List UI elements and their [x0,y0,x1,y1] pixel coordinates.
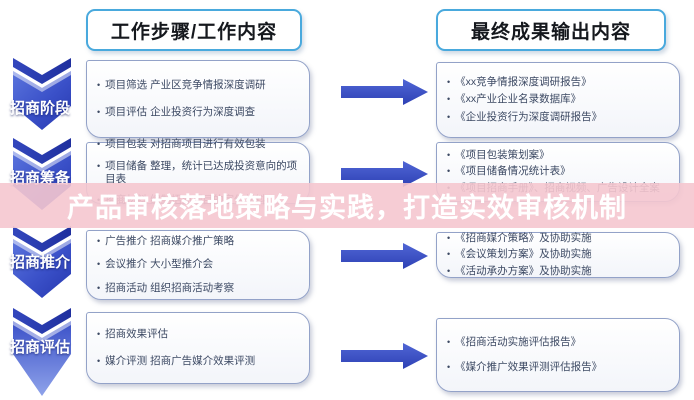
bullet-item: •《招商媒介策略》及协助实施 [447,231,592,244]
bullet-dot-icon: • [447,249,451,260]
arrow-right-icon [341,79,428,105]
bullet-item: •《会议策划方案》及协助实施 [447,248,592,261]
bullet-item: •《活动承办方案》及协助实施 [447,264,592,277]
bullet-dot-icon: • [97,139,101,150]
bullet-item: •《xx产业企业名录数据库》 [447,93,582,106]
bullet-item: •《招商活动实施评估报告》 [447,335,582,348]
stage-label-4: 招商评估 [9,339,70,356]
bullet-dot-icon: • [97,160,101,171]
bullet-dot-icon: • [97,259,101,270]
outputs-box-3: •《招商媒介策略》及协助实施 •《会议策划方案》及协助实施 •《活动承办方案》及… [436,232,680,278]
bullet-item: •《xx竞争情报深度调研报告》 [447,75,592,88]
bullet-item: •会议推介 大小型推介会 [97,258,214,271]
stage-label-3: 招商推介 [9,254,70,271]
outputs-box-4: •《招商活动实施评估报告》 •《媒介推广效果评测评估报告》 [436,318,680,392]
overlay-banner: 产品审核落地策略与实践，打造实效审核机制 [0,183,694,228]
bullet-dot-icon: • [97,235,101,246]
bullet-item: •招商效果评估 [97,327,169,340]
bullet-dot-icon: • [97,282,101,293]
bullet-item: •《项目包装策划案》 [447,148,550,161]
steps-box-4: •招商效果评估 •媒介评测 招商广告媒介效果评测 [86,312,310,384]
bullet-dot-icon: • [447,149,451,160]
bullet-dot-icon: • [97,328,101,339]
bullet-item: •《项目储备情况统计表》 [447,165,571,178]
overlay-title: 产品审核落地策略与实践，打造实效审核机制 [67,193,627,223]
bullet-dot-icon: • [447,336,451,347]
stage-chevron-4 [13,308,71,396]
bullet-item: •项目评估 企业投资行为深度调查 [97,106,256,118]
steps-box-1: •项目筛选 产业区竞争情报深度调研 •项目评估 企业投资行为深度调查 [86,60,310,138]
arrow-right-icon [341,343,428,369]
bullet-item: •《企业投资行为深度调研报告》 [447,110,603,123]
bullet-dot-icon: • [447,94,451,105]
bullet-item: •项目筛选 产业区竞争情报深度调研 [97,78,266,91]
bullet-item: •项目储备 整理，统计已达成投资意向的项目表 [97,159,298,185]
arrow-right-icon [341,161,428,187]
bullet-item: •招商活动 组织招商活动考察 [97,281,235,294]
bullet-dot-icon: • [97,356,101,366]
bullet-item: •项目包装 对招商项目进行有效包装 [97,138,266,151]
bullet-dot-icon: • [447,111,451,122]
bullet-dot-icon: • [97,107,101,117]
stage-chevron-3 [13,226,71,298]
column-header-outputs: 最终成果输出内容 [436,9,666,51]
stage-label-1: 招商阶段 [9,100,70,117]
bullet-dot-icon: • [447,362,451,372]
outputs-box-1: •《xx竞争情报深度调研报告》 •《xx产业企业名录数据库》 •《企业投资行为深… [436,62,680,138]
stage-chevron-1 [13,58,71,130]
bullet-dot-icon: • [447,265,451,276]
bullet-item: •《媒介推广效果评测评估报告》 [447,361,603,373]
bullet-dot-icon: • [447,76,451,87]
bullet-dot-icon: • [447,166,451,177]
column-header-steps: 工作步骤/工作内容 [86,9,302,51]
bullet-item: •媒介评测 招商广告媒介效果评测 [97,355,256,367]
bullet-item: •广告推介 招商媒介推广策略 [97,234,235,247]
bullet-dot-icon: • [447,232,451,243]
bullet-dot-icon: • [97,79,101,90]
stage-label-2: 招商筹备 [9,170,70,187]
arrow-right-icon [341,243,428,269]
steps-box-3: •广告推介 招商媒介推广策略 •会议推介 大小型推介会 •招商活动 组织招商活动… [86,230,310,300]
